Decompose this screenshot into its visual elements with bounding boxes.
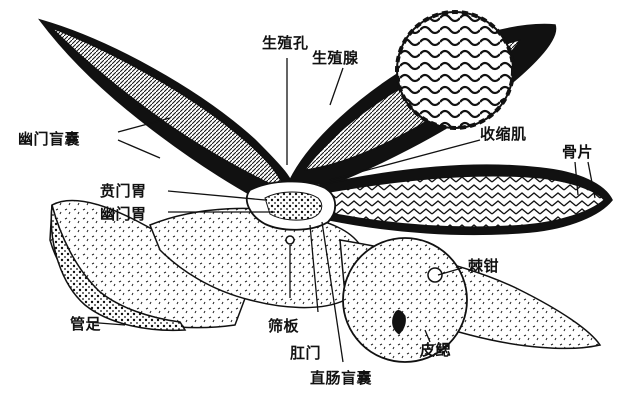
label-papula: 皮鳃	[420, 342, 451, 359]
label-madreporite: 筛板	[268, 318, 299, 335]
label-pyloric-caeca: 幽门盲囊	[18, 131, 80, 148]
madreporite-plate	[286, 236, 294, 244]
label-pedicellaria: 棘钳	[468, 258, 499, 275]
label-cardiac-stomach: 贲门胃	[100, 183, 147, 200]
upper-left-arm	[40, 20, 295, 205]
pyloric-caeca-tissue	[52, 28, 284, 190]
label-tube-feet: 管足	[70, 316, 101, 333]
label-gonad: 生殖腺	[312, 50, 359, 67]
right-arm	[320, 165, 612, 234]
label-rectal-caeca: 直肠盲囊	[310, 370, 372, 387]
label-ossicles: 骨片	[562, 144, 593, 161]
label-retractor-muscle: 收缩肌	[480, 126, 527, 143]
label-genital-pore: 生殖孔	[262, 35, 309, 52]
label-pyloric-stomach: 幽门胃	[100, 206, 147, 223]
gonad-inset	[397, 12, 513, 128]
label-anus: 肛门	[290, 345, 321, 362]
